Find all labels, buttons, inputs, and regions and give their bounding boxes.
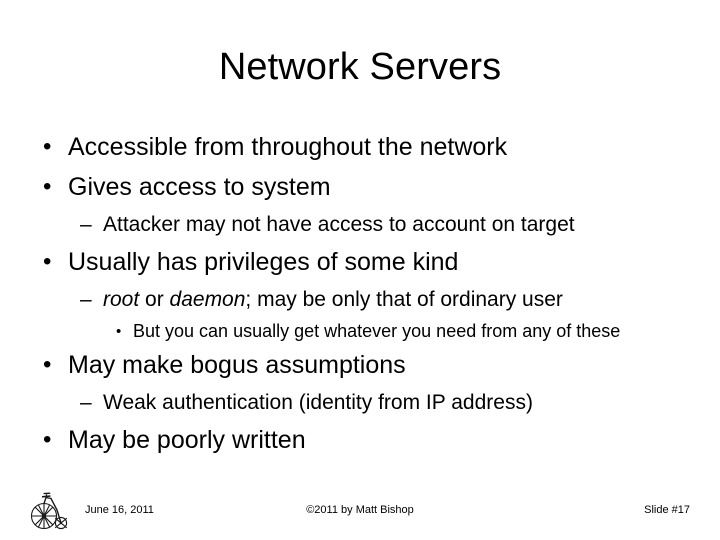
page-title: Network Servers bbox=[218, 46, 502, 88]
bullet-level2: – root or daemon; may be only that of or… bbox=[36, 283, 696, 317]
bullet-marker-dash: – bbox=[80, 391, 92, 414]
footer-date: June 16, 2011 bbox=[85, 504, 154, 516]
penny-farthing-bicycle-logo bbox=[29, 490, 69, 532]
slide-body: • Accessible from throughout the network… bbox=[36, 128, 696, 461]
bullet-text: May be poorly written bbox=[68, 426, 306, 454]
bullet-text: Attacker may not have access to account … bbox=[103, 213, 575, 236]
bullet-level2: – Attacker may not have access to accoun… bbox=[36, 208, 696, 242]
bullet-level3: • But you can usually get whatever you n… bbox=[36, 318, 696, 345]
footer-copyright: ©2011 by Matt Bishop bbox=[306, 504, 414, 516]
bullet-text: Usually has privileges of some kind bbox=[68, 248, 459, 276]
slide-footer: June 16, 2011 ©2011 by Matt Bishop Slide… bbox=[0, 488, 720, 540]
bullet-level1: • May make bogus assumptions bbox=[36, 346, 696, 384]
bullet-level1: • Gives access to system bbox=[36, 168, 696, 206]
bullet-marker-dot: • bbox=[43, 248, 52, 275]
bullet-level2: – Weak authentication (identity from IP … bbox=[36, 386, 696, 420]
bullet-marker-dot: • bbox=[43, 351, 52, 378]
bullet-level1: • May be poorly written bbox=[36, 421, 696, 459]
footer-slide-number: Slide #17 bbox=[644, 504, 690, 516]
bullet-marker-dash: – bbox=[80, 213, 92, 236]
bullet-marker-dot-small: • bbox=[116, 323, 122, 340]
bullet-marker-dot: • bbox=[43, 426, 52, 453]
bullet-marker-dash: – bbox=[80, 288, 92, 311]
bullet-text: Accessible from throughout the network bbox=[68, 133, 508, 161]
bullet-marker-dot: • bbox=[43, 133, 52, 160]
bullet-level1: • Accessible from throughout the network bbox=[36, 128, 696, 166]
bullet-text: Gives access to system bbox=[68, 173, 331, 201]
bullet-text: Weak authentication (identity from IP ad… bbox=[103, 391, 533, 414]
bullet-level1: • Usually has privileges of some kind bbox=[36, 243, 696, 281]
bullet-text: But you can usually get whatever you nee… bbox=[133, 321, 621, 341]
bullet-marker-dot: • bbox=[43, 173, 52, 200]
bullet-text: May make bogus assumptions bbox=[68, 351, 406, 379]
bullet-text-rich: root or daemon; may be only that of ordi… bbox=[103, 288, 563, 311]
